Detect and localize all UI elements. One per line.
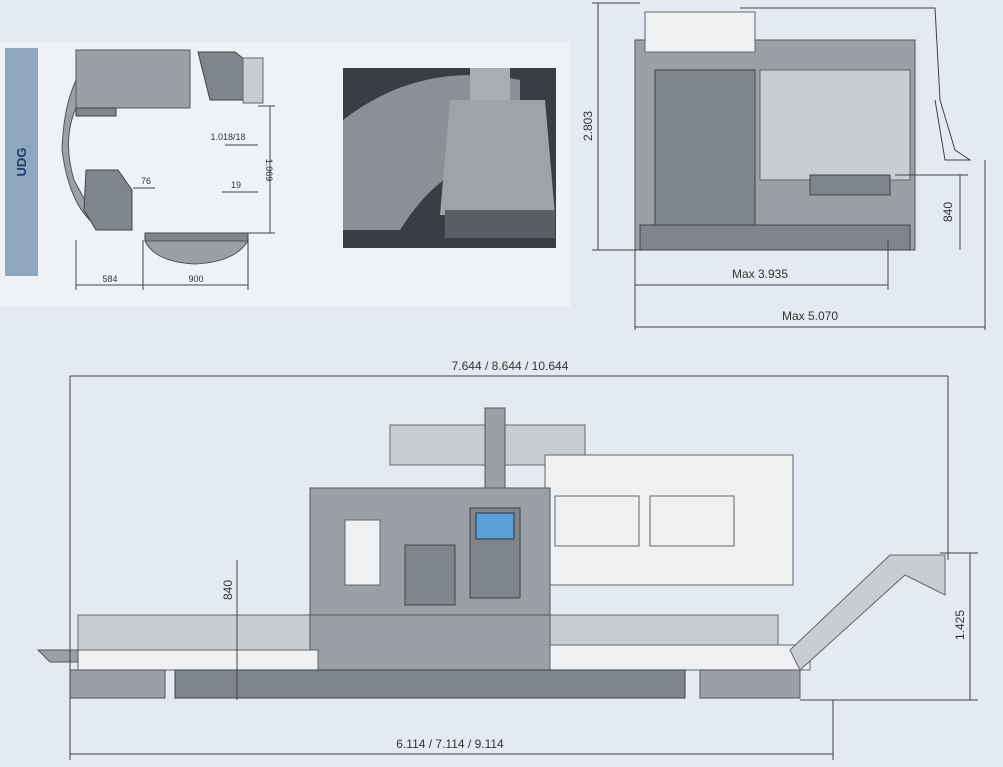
dim-bed-length: 6.114 / 7.114 / 9.114 xyxy=(396,737,504,751)
dim-max-3935: Max 3.935 xyxy=(732,267,788,281)
dim-76: 76 xyxy=(141,176,151,186)
front-view-dimensions: 7.644 / 8.644 / 10.644 6.114 / 7.114 / 9… xyxy=(69,359,978,760)
dim-overall-length: 7.644 / 8.644 / 10.644 xyxy=(452,359,569,373)
side-view-dimensions: 2.803 840 Max 3.935 Max 5.070 xyxy=(581,2,986,330)
dim-max-5070: Max 5.070 xyxy=(782,309,838,323)
dim-840-side: 840 xyxy=(941,202,955,222)
machine-front-view xyxy=(36,407,946,699)
dim-1425: 1.425 xyxy=(953,610,967,640)
dim-840-front: 840 xyxy=(221,580,235,600)
udg-label-bar xyxy=(5,48,38,276)
dim-584: 584 xyxy=(102,274,117,284)
udg-head-drawing xyxy=(61,49,264,265)
dim-1069: 1.069 xyxy=(264,159,274,182)
dim-1018-18: 1.018/18 xyxy=(210,132,245,142)
head-view-dimensions: 1.018/18 1.069 76 19 584 900 xyxy=(75,105,275,290)
dim-2803: 2.803 xyxy=(581,111,595,141)
machine-side-view xyxy=(634,7,972,251)
dim-900: 900 xyxy=(188,274,203,284)
head-photo xyxy=(343,68,556,248)
udg-label: UDG xyxy=(14,148,29,177)
dim-19: 19 xyxy=(231,180,241,190)
